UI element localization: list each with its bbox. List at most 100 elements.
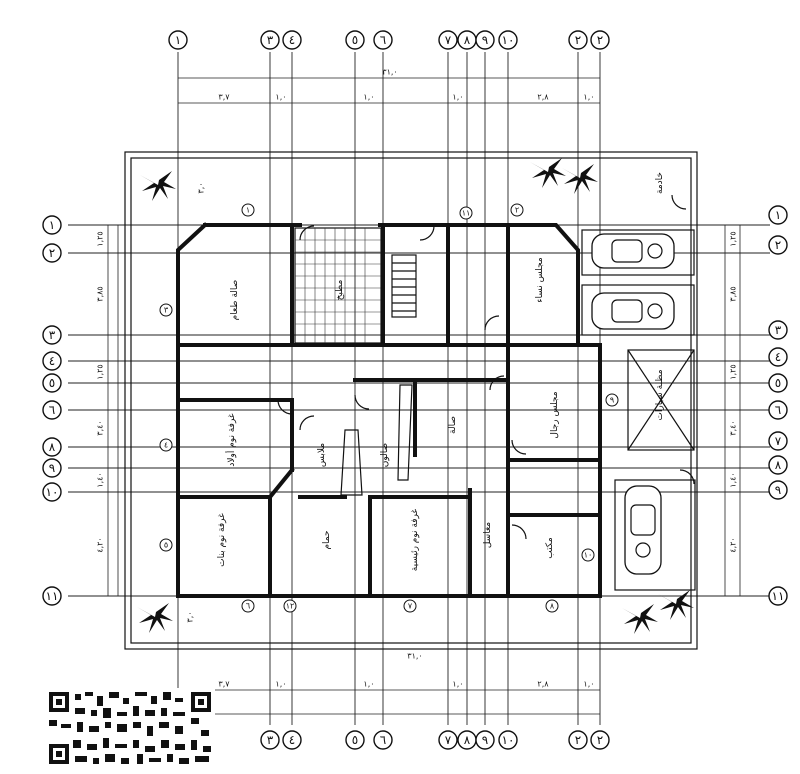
room-marker: ١٢ xyxy=(286,602,295,611)
grid-label-col: ٧ xyxy=(445,33,452,47)
building-walls xyxy=(176,222,602,598)
grid-label-col: ٥ xyxy=(352,33,358,47)
grid-bubbles-left: ١ ٢ ٣ ٤ ٥ ٦ ٨ ٩ ١٠ ١١ xyxy=(42,215,62,606)
room-label-toilet: مغاسل xyxy=(483,522,493,548)
grid-label-col: ٨ xyxy=(464,33,471,47)
grid-label-row: ١١ xyxy=(772,589,785,603)
grid-label-row: ٤ xyxy=(49,354,55,368)
right-dimension: ٣,٤٠ xyxy=(729,420,738,435)
grid-label-col: ٣ xyxy=(267,33,274,47)
palm-tree-icon xyxy=(562,164,598,194)
grid-label-row: ٥ xyxy=(775,376,781,390)
room-label-lobby: صالون xyxy=(380,443,390,467)
grid-label-col: ٥ xyxy=(352,733,358,747)
grid-label-col: ٨ xyxy=(464,733,471,747)
grid-label-col: ٣ xyxy=(267,733,274,747)
kitchen-tile-grid xyxy=(294,227,382,344)
room-label-women-majlis: مجلس نساء xyxy=(535,257,545,303)
left-dimension: ٤,٢٠ xyxy=(96,537,105,552)
room-marker: ٤ xyxy=(164,441,168,450)
grid-label-col: ١٠ xyxy=(502,33,515,47)
room-marker: ١ xyxy=(246,206,250,215)
top-total-dimension: ٣١,٠ xyxy=(382,68,397,77)
qr-code-image xyxy=(45,688,215,768)
left-dimension: ٣,٤٠ xyxy=(96,420,105,435)
vertical-grid-lines xyxy=(177,52,601,725)
room-markers: ١ ٢ ٣ ٤ ٥ ٦ ٧ ٨ ٩ ١٠ ١١ ١٢ xyxy=(159,203,619,613)
room-label-bath: حمام xyxy=(322,530,332,549)
grid-label-col: ٤ xyxy=(289,733,295,747)
car-icon xyxy=(591,233,675,269)
right-dimension: ١,٤٠ xyxy=(729,472,738,487)
grid-bubbles-right: ١ ٢ ٣ ٤ ٥ ٦ ٧ ٨ ٩ ١١ xyxy=(768,205,788,606)
left-dimension: ١,٢٥ xyxy=(96,231,105,246)
room-label-men-majlis: مجلس رجال xyxy=(550,391,560,438)
grid-label-row: ١ xyxy=(775,208,781,222)
room-label-girls-bedroom: غرفة نوم بنات xyxy=(217,513,227,567)
room-label-hall: صالة xyxy=(448,416,458,434)
room-marker: ٨ xyxy=(550,602,555,611)
grid-label-row: ٤ xyxy=(775,350,781,364)
left-dimension: ١,٢٥ xyxy=(96,364,105,379)
bottom-dimension: ١,٠ xyxy=(363,680,374,689)
bottom-total-dimension: ٣١,٠ xyxy=(407,652,422,661)
grid-label-col: ٦ xyxy=(380,33,386,47)
right-dimension: ٤,٢٠ xyxy=(729,537,738,552)
room-label-kitchen: مطبخ xyxy=(335,279,345,300)
left-dimension: ٣,٨٥ xyxy=(96,286,105,301)
bottom-dimension: ١,٠ xyxy=(275,680,286,689)
bottom-dimension: ١,٠ xyxy=(452,680,463,689)
grid-label-col: ٢ xyxy=(597,33,603,47)
top-dimension: ١,٠ xyxy=(452,93,463,102)
room-label-maid: خادمة xyxy=(655,172,665,194)
left-dimension: ١,٤٠ xyxy=(96,472,105,487)
room-marker: ٩ xyxy=(610,396,614,405)
room-label-office: مكتب xyxy=(545,537,555,559)
grid-label-col: ٧ xyxy=(445,733,452,747)
grid-label-col: ٢ xyxy=(597,733,603,747)
grid-label-row: ١٠ xyxy=(46,485,59,499)
grid-label-col: ١ xyxy=(175,33,181,47)
room-label-master-bedroom: غرفة نوم رئيسية xyxy=(410,509,420,572)
setback-dimension: ٣,٠ xyxy=(197,182,206,193)
palm-tree-icon xyxy=(137,603,173,633)
right-dimension: ١,٢٥ xyxy=(729,231,738,246)
grid-label-row: ٣ xyxy=(49,328,56,342)
grid-label-row: ٩ xyxy=(49,461,55,475)
dimension-labels: ٣١,٠ ٣,٧ ١,٠ ١,٠ ٢,٨ ١,٠ ١,٠ ٣١,٠ ٣,٧ ١,… xyxy=(96,68,738,689)
room-marker: ٥ xyxy=(164,541,168,550)
top-dimension: ١,٠ xyxy=(275,93,286,102)
stairs xyxy=(340,254,417,496)
door-swings xyxy=(277,194,695,540)
grid-label-col: ٢ xyxy=(575,733,581,747)
room-marker: ٧ xyxy=(408,602,413,611)
car-icon xyxy=(624,485,662,575)
top-dimension: ٣,٧ xyxy=(218,93,230,102)
palm-tree-icon xyxy=(530,158,566,188)
grid-label-col: ٤ xyxy=(289,33,295,47)
grid-label-row: ١١ xyxy=(46,589,59,603)
grid-label-row: ٦ xyxy=(49,403,55,417)
room-labels: صالة طعام مطبخ مجلس نساء غرفة نوم أولاد … xyxy=(217,172,665,571)
palm-tree-icon xyxy=(622,604,658,634)
grid-label-row: ٢ xyxy=(775,238,781,252)
grid-label-col: ٦ xyxy=(380,733,386,747)
bottom-dimension: ٢,٨ xyxy=(537,680,549,689)
right-dimension: ٣,٨٥ xyxy=(729,286,738,301)
grid-label-row: ٣ xyxy=(775,323,782,337)
grid-label-col: ٢ xyxy=(575,33,581,47)
bottom-dimension: ١,٠ xyxy=(583,680,594,689)
top-dimension: ٢,٨ xyxy=(537,93,549,102)
grid-label-row: ٧ xyxy=(775,434,782,448)
top-dimension: ١,٠ xyxy=(583,93,594,102)
grid-label-row: ١ xyxy=(49,218,55,232)
grid-label-col: ١٠ xyxy=(502,733,515,747)
site-boundary-inner xyxy=(130,157,692,644)
grid-label-row: ٥ xyxy=(49,376,55,390)
room-marker: ٦ xyxy=(246,602,250,611)
grid-label-col: ٩ xyxy=(482,733,488,747)
room-label-garage: مظلة سيارات xyxy=(655,369,665,420)
grid-label-row: ٩ xyxy=(775,483,781,497)
top-dimension: ١,٠ xyxy=(363,93,374,102)
